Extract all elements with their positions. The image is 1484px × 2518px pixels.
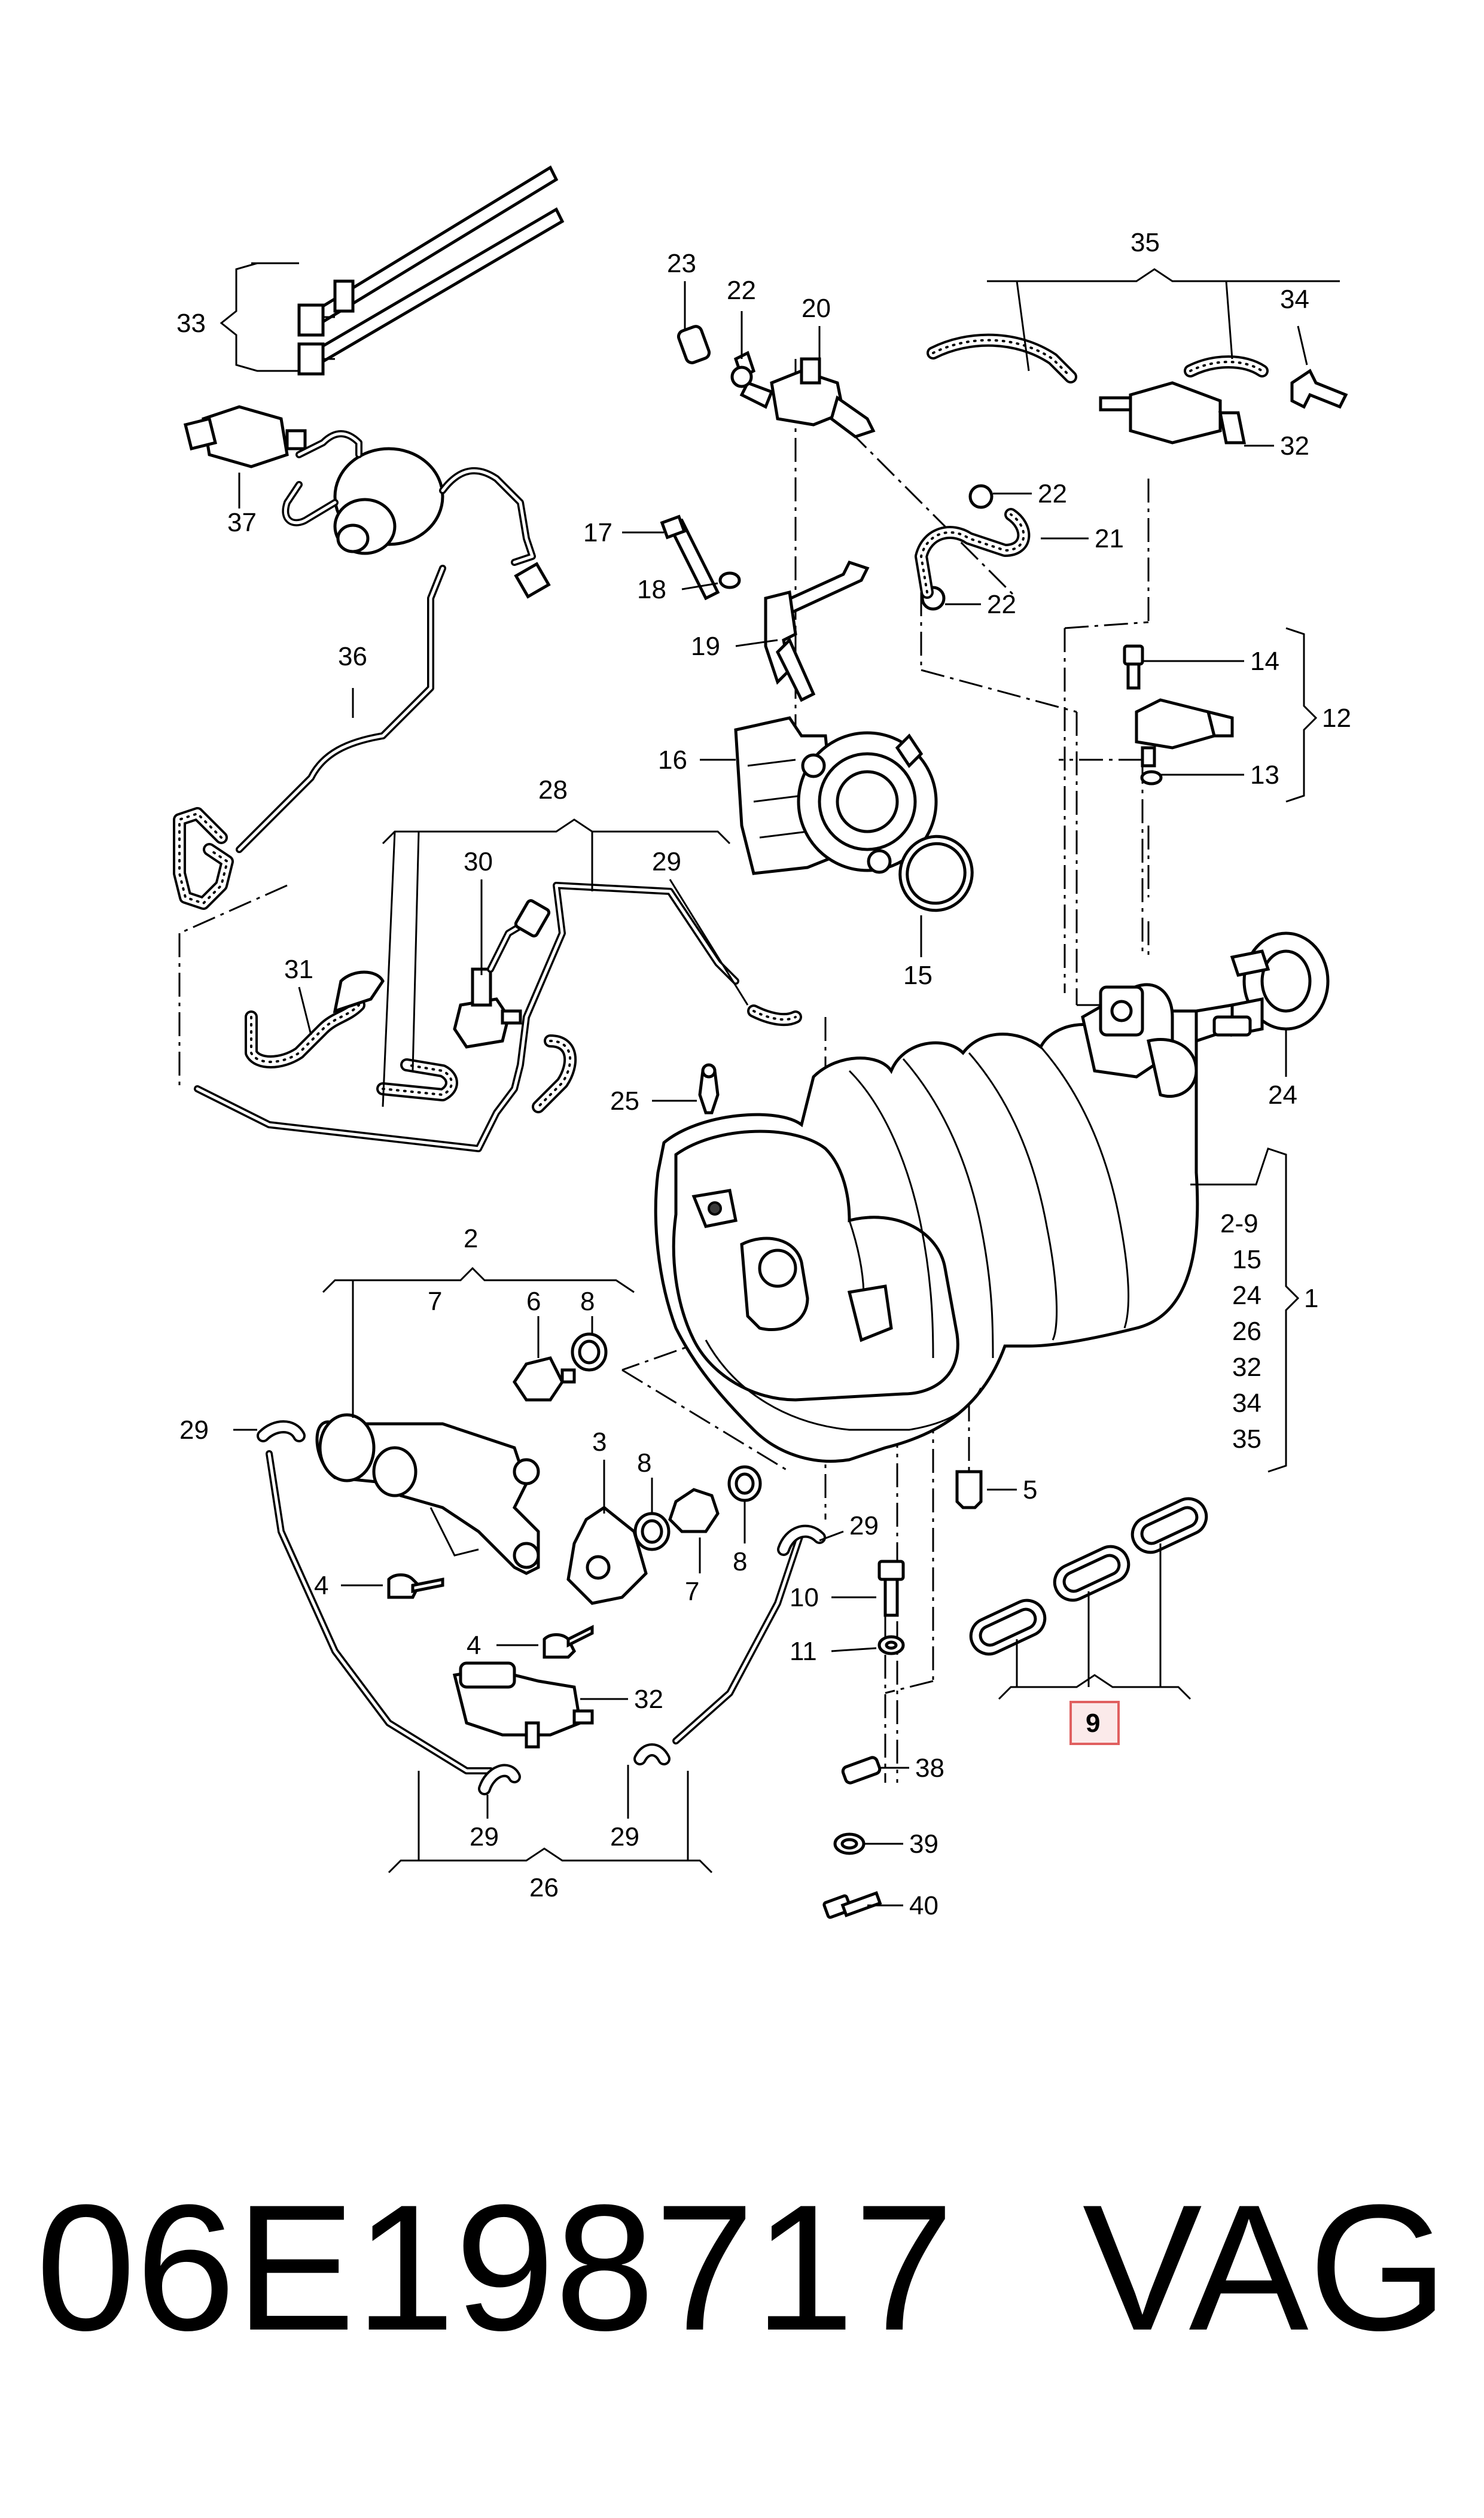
- throttle-body: [734, 716, 938, 875]
- callout-10: 10: [790, 1583, 819, 1612]
- callout-28: 28: [538, 775, 568, 805]
- callout-8-top: 8: [580, 1287, 595, 1316]
- hose-assembly-28: [194, 882, 802, 1152]
- callout-29-top: 29: [652, 847, 681, 876]
- brand-name: VAG: [1082, 2167, 1448, 2368]
- callout-3: 3: [592, 1427, 607, 1457]
- callout-22-top: 22: [727, 276, 756, 305]
- callout-13: 13: [1250, 760, 1279, 790]
- callout-1-list-0: 2-9: [1220, 1209, 1258, 1238]
- intake-gaskets: [969, 1497, 1208, 1656]
- bracket-assembly: [660, 514, 870, 702]
- callout-22-middle: 22: [1038, 479, 1067, 509]
- callout-21: 21: [1095, 524, 1124, 553]
- callout-11: 11: [790, 1637, 817, 1666]
- bolt-and-washer: [877, 1560, 905, 1655]
- callout-7-mid: 7: [685, 1577, 699, 1606]
- callout-29-left: 29: [179, 1415, 209, 1445]
- cable-ties: [297, 165, 565, 376]
- callout-37: 37: [227, 508, 257, 537]
- callout-7-top: 7: [428, 1287, 442, 1316]
- callout-40: 40: [909, 1891, 938, 1920]
- callout-14: 14: [1250, 647, 1279, 676]
- highlight-box: [1069, 1701, 1120, 1745]
- callout-1-list-2: 24: [1232, 1281, 1261, 1310]
- callout-8-right: 8: [733, 1547, 747, 1576]
- callout-22-lower: 22: [987, 590, 1016, 619]
- callout-18: 18: [637, 575, 666, 604]
- callout-8-mid: 8: [637, 1448, 651, 1478]
- callout-1-list-5: 34: [1232, 1389, 1261, 1418]
- leader-lines: [220, 262, 1340, 1907]
- callout-4-bottom: 4: [467, 1631, 481, 1660]
- actuator-group: [315, 1332, 762, 1659]
- callout-26: 26: [529, 1873, 559, 1902]
- callout-34: 34: [1280, 285, 1309, 314]
- callout-15: 15: [903, 961, 933, 990]
- stud-and-sleeve: [698, 1063, 983, 1509]
- callout-4-top: 4: [314, 1571, 328, 1600]
- callout-9: 9: [1086, 1709, 1100, 1738]
- callout-20: 20: [802, 294, 831, 323]
- callout-19: 19: [691, 632, 720, 661]
- intake-manifold: [654, 983, 1234, 1463]
- callout-39: 39: [909, 1829, 938, 1859]
- callout-17: 17: [583, 518, 613, 547]
- callout-25: 25: [610, 1086, 639, 1116]
- callout-1-list-4: 32: [1232, 1353, 1261, 1382]
- callout-6: 6: [526, 1287, 541, 1316]
- callout-1-list-6: 35: [1232, 1424, 1261, 1454]
- callout-24: 24: [1268, 1080, 1297, 1110]
- callout-16: 16: [658, 745, 687, 775]
- callout-38: 38: [915, 1753, 944, 1783]
- callout-23: 23: [667, 249, 696, 278]
- top-right-assembly: [927, 333, 1348, 444]
- sensor-assembly: [1123, 644, 1234, 785]
- callout-32-lower: 32: [634, 1685, 663, 1714]
- callout-1: 1: [1304, 1284, 1318, 1313]
- callout-12: 12: [1322, 704, 1351, 733]
- callout-35: 35: [1130, 228, 1160, 257]
- pressure-regulator: [1212, 931, 1330, 1037]
- callout-29-right: 29: [849, 1511, 879, 1540]
- callout-29-bottom-right: 29: [610, 1822, 639, 1852]
- callout-2: 2: [464, 1224, 478, 1253]
- hose-assembly-26: [257, 1420, 826, 1795]
- callout-29-bottom-left: 29: [470, 1822, 499, 1852]
- o-ring-gasket: [898, 835, 974, 912]
- callout-30: 30: [464, 847, 493, 876]
- vent-valve-assembly: [677, 325, 1031, 611]
- callout-5: 5: [1023, 1475, 1037, 1505]
- vacuum-valve-assembly: [173, 405, 551, 910]
- callout-1-list-3: 26: [1232, 1317, 1261, 1346]
- callout-32-top: 32: [1280, 431, 1309, 461]
- part-number: 06E198717: [36, 2167, 954, 2368]
- callout-31: 31: [284, 955, 313, 984]
- callout-33: 33: [176, 309, 206, 338]
- callout-labels: 33 37 36 23 22 20 35 34 32 22 21 22 17 1…: [176, 228, 1351, 1920]
- small-hardware: [822, 1756, 882, 1919]
- callout-1-list-1: 15: [1232, 1245, 1261, 1274]
- callout-36: 36: [338, 642, 367, 671]
